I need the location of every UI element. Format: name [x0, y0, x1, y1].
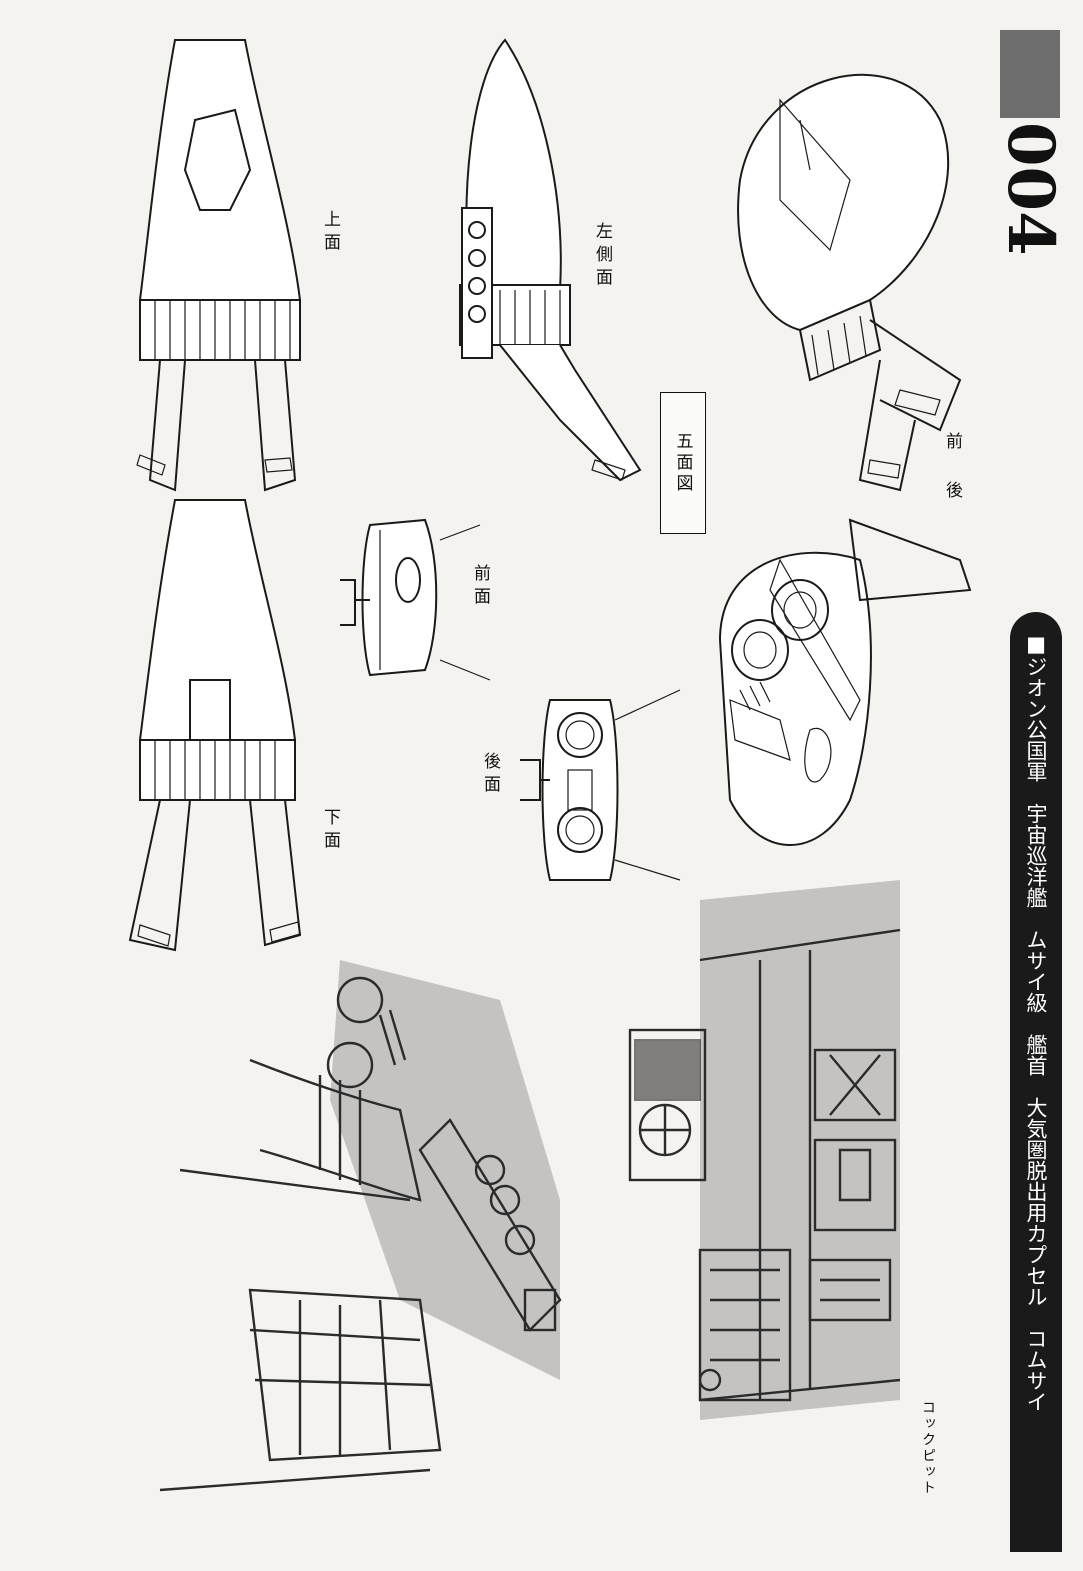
label-front-rear: 前 後 — [942, 432, 962, 504]
perspective-view-rear — [718, 518, 972, 846]
label-bottom: 下面 — [320, 808, 340, 854]
perspective-view-front — [737, 73, 962, 492]
label-left-side: 左側面 — [592, 222, 612, 291]
cockpit-sketch — [628, 880, 901, 1420]
label-five-views: 五面図 — [672, 431, 693, 495]
label-top: 上面 — [320, 210, 340, 256]
label-cockpit: コックピット — [920, 1400, 936, 1496]
label-front: 前面 — [470, 564, 490, 610]
hatch-canopy-sketch — [159, 960, 562, 1492]
header-bar-title: ■ジオン公国軍 宇宙巡洋艦 ムサイ級 艦首 大気圏脱出用カプセル コムサイ — [1024, 632, 1048, 1412]
bottom-view — [128, 499, 302, 952]
five-views-box: 五面図 — [660, 392, 706, 534]
header-bar — [1010, 612, 1062, 1552]
label-rear: 後面 — [480, 752, 500, 798]
front-view — [340, 518, 491, 681]
top-view — [136, 39, 302, 492]
page-number-marker — [1000, 30, 1060, 118]
left-side-view — [459, 38, 642, 482]
page-number: 004 — [993, 122, 1068, 256]
rear-view — [520, 689, 681, 881]
